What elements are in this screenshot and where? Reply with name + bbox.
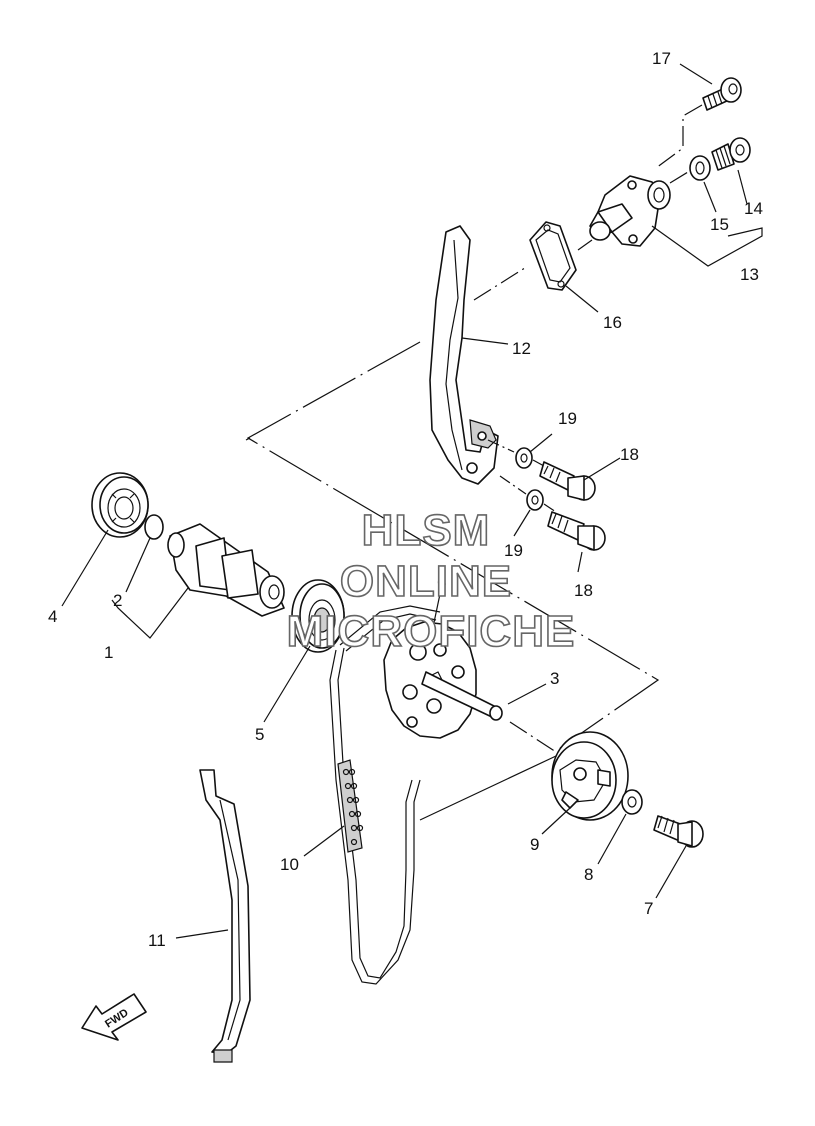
callout-5: 5 [255,725,264,744]
callout-8: 8 [584,865,593,884]
callout-19-lower: 19 [504,541,523,560]
washer-hole [627,796,637,808]
callout-14: 14 [744,199,763,218]
watermark-line-2: ONLINE [340,557,512,606]
callout-labels: 17 14 15 13 16 12 19 18 19 18 4 2 1 6 3 … [48,49,763,950]
callout-18-lower: 18 [574,581,593,600]
callout-6: 6 [437,573,446,592]
callout-2: 2 [113,591,122,610]
callout-17: 17 [652,49,671,68]
callout-12: 12 [512,339,531,358]
callout-3: 3 [550,669,559,688]
callout-9: 9 [530,835,539,854]
chain-tensioner-guide-12[interactable] [429,225,499,485]
washer-8[interactable] [621,789,643,815]
watermark-line-1: HLSM [362,506,491,555]
bolt-17[interactable] [702,77,742,111]
bolt-18-lower[interactable] [547,511,606,551]
callout-13: 13 [740,265,759,284]
decompressor-plate-9[interactable] [551,731,629,821]
o-ring-2[interactable] [144,514,164,540]
watermark: HLSM ONLINE MICROFICHE [286,505,576,657]
chain-tensioner-assembly[interactable] [589,175,671,247]
callout-4: 4 [48,607,57,626]
camshaft-1[interactable] [167,523,285,617]
callout-15: 15 [710,215,729,234]
washer-19-lower[interactable] [526,489,544,511]
gasket-washer-15[interactable] [689,155,711,181]
callout-7: 7 [644,899,653,918]
callout-1: 1 [104,643,113,662]
washer-hole [520,453,528,463]
bolt-7[interactable] [653,815,704,848]
cam-chain-10[interactable] [329,605,557,985]
gasket-guide-line [669,171,689,184]
callout-11: 11 [148,931,166,950]
callout-16: 16 [603,313,622,332]
tensioner-cap-bolt-14[interactable] [711,137,751,171]
gasket-16-guide-line [473,239,593,301]
forward-arrow: FWD [81,993,147,1041]
bolt-17-guide-line [655,104,703,169]
assembly-outline [245,341,660,749]
washer-19-upper[interactable] [515,447,533,469]
chain-guide-11[interactable] [199,769,251,1063]
dowel-pin-3[interactable] [421,671,503,721]
callout-10: 10 [280,855,299,874]
tensioner-gasket-16[interactable] [529,221,577,291]
pin-guide-line [509,721,557,753]
leader-lines [61,63,763,939]
callout-18-upper: 18 [620,445,639,464]
bolt-18-upper[interactable] [539,461,596,501]
bearing-4[interactable] [91,472,149,538]
callout-19-upper: 19 [558,409,577,428]
watermark-line-3: MICROFICHE [287,607,576,656]
bearing-5[interactable] [291,579,345,653]
washer-hole [531,495,539,505]
